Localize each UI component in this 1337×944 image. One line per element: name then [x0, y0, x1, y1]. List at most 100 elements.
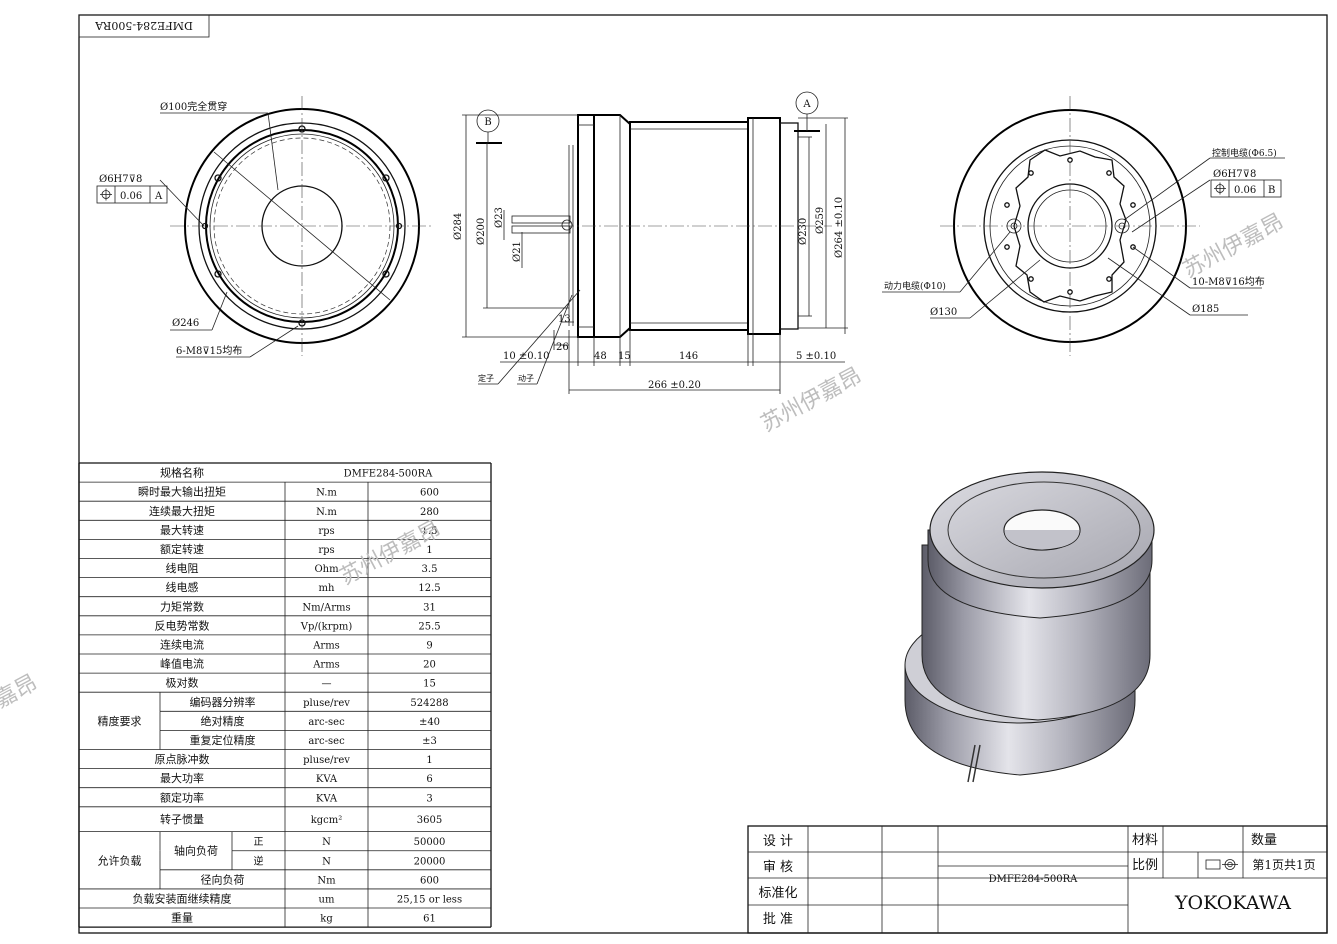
- spec-precision-name: 绝对精度: [201, 714, 245, 728]
- spec-row-name: 线电阻: [166, 561, 199, 575]
- watermark-4: 嘉昂: [0, 671, 42, 714]
- spec-axial-unit: N: [322, 837, 331, 848]
- spec-axial-label: 轴向负荷: [174, 844, 218, 858]
- watermark-1: 苏州伊嘉昂: [1179, 210, 1288, 284]
- spec-row-name: 连续最大扭矩: [149, 504, 215, 518]
- spec-row-unit: um: [319, 894, 335, 905]
- spec-row-value: 20: [423, 660, 436, 671]
- dim-146: 146: [679, 351, 698, 362]
- spec-precision-unit: arc-sec: [308, 736, 345, 747]
- tb-scale: 比例: [1132, 858, 1158, 873]
- dim-13: 13: [558, 314, 571, 325]
- spec-row-unit: mh: [319, 583, 335, 594]
- spec-row-unit: Vp/(krpm): [300, 621, 353, 632]
- note-dia-246: Ø246: [172, 318, 199, 329]
- dim-10: 10 ±0.10: [503, 351, 550, 362]
- title-block: [747, 825, 1328, 934]
- spec-row-unit: KVA: [316, 774, 338, 785]
- tb-company: YOKOKAWA: [1174, 892, 1291, 914]
- note-holes-right: 10-M8⊽16均布: [1192, 276, 1265, 288]
- tb-review: 审 核: [763, 860, 793, 875]
- tb-part-number: DMFE284-500RA: [989, 874, 1079, 885]
- spec-precision-group: 精度要求: [98, 714, 142, 728]
- spec-row-unit: KVA: [316, 793, 338, 804]
- right-rear-view: [882, 96, 1285, 356]
- tb-approve: 批 准: [763, 912, 793, 927]
- spec-row-name: 最大功率: [160, 771, 204, 785]
- spec-row-unit: Arms: [312, 640, 340, 651]
- note-power-cable: 动力电缆(Φ10): [884, 280, 946, 292]
- spec-radial-name: 径向负荷: [201, 872, 245, 886]
- spec-row-value: 600: [420, 488, 439, 499]
- spec-row-name: 峰值电流: [160, 657, 204, 671]
- spec-row-name: 重量: [171, 911, 193, 925]
- datum-left: A: [154, 191, 163, 202]
- corner-tag-text: DMFE284-500RA: [94, 19, 193, 32]
- spec-row-unit: rps: [318, 526, 334, 537]
- note-bore-through: Ø100完全贯穿: [160, 100, 227, 113]
- spec-header-name: 规格名称: [160, 466, 204, 480]
- dim-259: Ø259: [815, 207, 826, 234]
- spec-row-unit: N.m: [316, 507, 337, 518]
- tol-right: 0.06: [1234, 185, 1256, 196]
- spec-axial-value: 20000: [414, 856, 446, 867]
- spec-row-unit: kg: [320, 914, 333, 925]
- spec-row-value: 12.5: [418, 583, 440, 594]
- note-ctrl-cable: 控制电缆(Φ6.5): [1212, 147, 1277, 159]
- spec-precision-value: 524288: [410, 698, 448, 709]
- spec-row-name: 原点脉冲数: [155, 752, 210, 766]
- spec-row-name: 最大转速: [160, 523, 204, 537]
- spec-row-name: 额定功率: [160, 790, 204, 804]
- spec-row-unit: pluse/rev: [303, 755, 350, 766]
- dim-23: Ø23: [494, 207, 505, 228]
- spec-row-name: 力矩常数: [160, 600, 204, 613]
- spec-header-value: DMFE284-500RA: [344, 469, 434, 480]
- spec-axial-dir: 逆: [254, 854, 264, 867]
- dim-26: 26: [556, 342, 569, 353]
- spec-row-value: 25,15 or less: [397, 894, 462, 905]
- dim-264: Ø264 ±0.10: [834, 197, 845, 258]
- tb-design: 设 计: [763, 834, 793, 849]
- drawing-frame: [78, 14, 1328, 934]
- dim-266: 266 ±0.20: [648, 380, 701, 391]
- spec-row-value: 9: [426, 640, 432, 651]
- spec-row-name: 线电感: [166, 580, 199, 594]
- view-marker-b: B: [484, 117, 491, 128]
- spec-precision-value: ±3: [422, 736, 437, 747]
- spec-row-value: 25.5: [418, 621, 440, 632]
- spec-radial-unit: Nm: [317, 875, 336, 886]
- note-dia-185: Ø185: [1192, 304, 1219, 315]
- dim-230: Ø230: [798, 218, 809, 245]
- spec-row-value: 15: [423, 679, 436, 690]
- spec-precision-name: 重复定位精度: [190, 733, 256, 747]
- tb-page: 第1页共1页: [1252, 858, 1315, 872]
- spec-row-name: 极对数: [166, 676, 199, 690]
- dim-284: Ø284: [453, 213, 464, 240]
- dim-21: Ø21: [512, 241, 523, 262]
- dim-5: 5 ±0.10: [796, 351, 836, 362]
- spec-precision-value: ±40: [419, 717, 440, 728]
- spec-row-value: 1.5: [422, 526, 438, 537]
- spec-row-value: 1: [426, 545, 432, 556]
- spec-row-unit: Arms: [312, 660, 340, 671]
- tb-material: 材料: [1132, 833, 1158, 848]
- label-rotor: 动子: [518, 373, 534, 383]
- tol-left: 0.06: [120, 191, 142, 202]
- spec-row-unit: Ohm: [314, 564, 339, 575]
- spec-row-value: 6: [426, 774, 432, 785]
- spec-row-value: 31: [423, 602, 436, 613]
- motor-3d-render: [904, 471, 1155, 783]
- dim-48: 48: [594, 351, 607, 362]
- spec-precision-unit: arc-sec: [308, 717, 345, 728]
- spec-row-unit: Nm/Arms: [302, 602, 350, 613]
- spec-row-name: 连续电流: [160, 637, 204, 651]
- spec-row-name: 反电势常数: [155, 619, 210, 632]
- spec-radial-value: 600: [420, 875, 439, 886]
- watermark-2: 苏州伊嘉昂: [757, 364, 866, 438]
- spec-row-name: 转子惯量: [160, 812, 204, 826]
- spec-axial-dir: 正: [254, 837, 264, 848]
- spec-row-unit: N.m: [316, 488, 337, 499]
- spec-row-value: 61: [423, 914, 436, 925]
